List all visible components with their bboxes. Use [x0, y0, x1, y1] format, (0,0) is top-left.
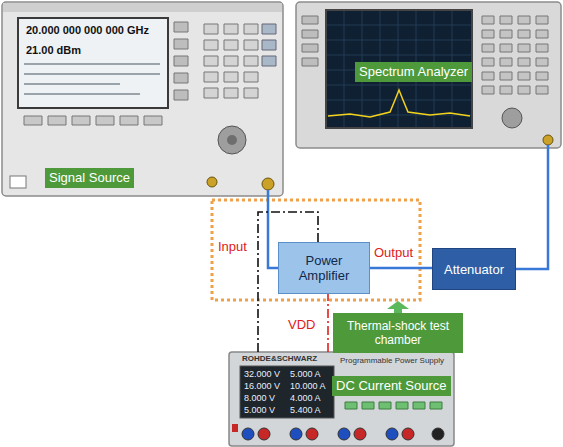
- chamber-outline: [212, 200, 420, 300]
- screen-reading: 21.00 dBm: [26, 44, 81, 57]
- dc-power-supply-drawing: [258, 428, 270, 440]
- signal-generator-drawing: [207, 177, 217, 187]
- dc-power-supply-drawing: [240, 366, 334, 418]
- spectrum-analyzer-drawing: [482, 16, 548, 94]
- display-reading: 4.000 A: [290, 393, 321, 403]
- spectrum-analyzer-drawing: [547, 145, 550, 150]
- spectrum-analyzer-drawing: [296, 2, 561, 148]
- signal-generator-drawing: [204, 24, 258, 98]
- spectrum-analyzer-drawing: [543, 135, 553, 145]
- display-reading: 8.000 V: [244, 393, 275, 403]
- panel-caption: Programmable Power Supply: [340, 356, 444, 365]
- dc-power-supply-drawing: [290, 428, 302, 440]
- node-label: Thermal-shock test chamber: [342, 319, 454, 347]
- dc-power-supply-drawing: [345, 402, 442, 409]
- signal-generator-drawing: [174, 22, 188, 100]
- signal-generator-drawing: [24, 116, 162, 125]
- spectrum-analyzer-drawing: [502, 108, 522, 128]
- signal-generator-drawing: [18, 18, 168, 108]
- display-reading: 10.000 A: [290, 381, 326, 391]
- rf-cable: [268, 198, 278, 268]
- dc-power-supply-drawing: [232, 424, 238, 432]
- instrument-label: Signal Source: [45, 168, 134, 188]
- dc-power-supply-drawing: [229, 352, 454, 446]
- display-reading: 5.000 A: [290, 369, 321, 379]
- signal-generator-drawing: [24, 64, 160, 94]
- screen-reading: 20.000 000 000 000 GHz: [26, 24, 149, 37]
- supply-wire: [327, 294, 329, 352]
- display-reading: 5.000 V: [244, 405, 275, 415]
- signal-generator-drawing: [10, 176, 26, 188]
- instrument-label: DC Current Source: [332, 376, 451, 396]
- signal-generator-drawing: [262, 24, 276, 66]
- port-label: Input: [218, 240, 247, 255]
- signal-generator-drawing: [3, 3, 282, 12]
- node-label: Attenuator: [444, 262, 504, 277]
- brand-mark: ROHDE&SCHWARZ: [242, 354, 317, 363]
- port-label: Output: [374, 246, 413, 261]
- dc-power-supply-drawing: [354, 428, 366, 440]
- signal-generator-drawing: [2, 2, 283, 198]
- display-reading: 16.000 V: [244, 381, 280, 391]
- spectrum-analyzer-drawing: [296, 2, 561, 150]
- dc-power-supply-drawing: [306, 428, 318, 440]
- dc-power-supply-drawing: [242, 428, 254, 440]
- signal-generator-drawing: [267, 190, 270, 198]
- instrument-label: Spectrum Analyzer: [355, 62, 472, 82]
- rf-cable: [370, 267, 432, 270]
- spectrum-analyzer-drawing: [326, 10, 472, 128]
- spectrum-analyzer-drawing: [302, 16, 318, 66]
- attenuator-box: Attenuator: [432, 248, 516, 290]
- signal-generator-drawing: [2, 2, 283, 196]
- amplifier-box: Power Amplifier: [278, 242, 370, 294]
- signal-generator-drawing: [262, 178, 274, 190]
- signal-generator-drawing: [218, 126, 246, 154]
- dc-power-supply-drawing: [432, 428, 444, 440]
- node-label: Power Amplifier: [288, 253, 360, 283]
- display-reading: 5.400 A: [290, 405, 321, 415]
- dc-power-supply-drawing: [386, 428, 398, 440]
- signal-generator-drawing: [227, 135, 237, 145]
- chamber-label: Thermal-shock test chamber: [333, 313, 463, 353]
- spectrum-analyzer-drawing: [328, 90, 470, 117]
- signal-name: VDD: [288, 318, 315, 333]
- spectrum-analyzer: Spectrum Analyzer: [295, 0, 563, 150]
- display-reading: 32.000 V: [244, 369, 280, 379]
- dc-power-supply-drawing: [229, 352, 454, 446]
- connector-layer: [258, 150, 548, 352]
- dc-power-supply-drawing: [402, 428, 414, 440]
- rf-cable: [516, 150, 548, 269]
- dc-power-supply-drawing: [338, 428, 350, 440]
